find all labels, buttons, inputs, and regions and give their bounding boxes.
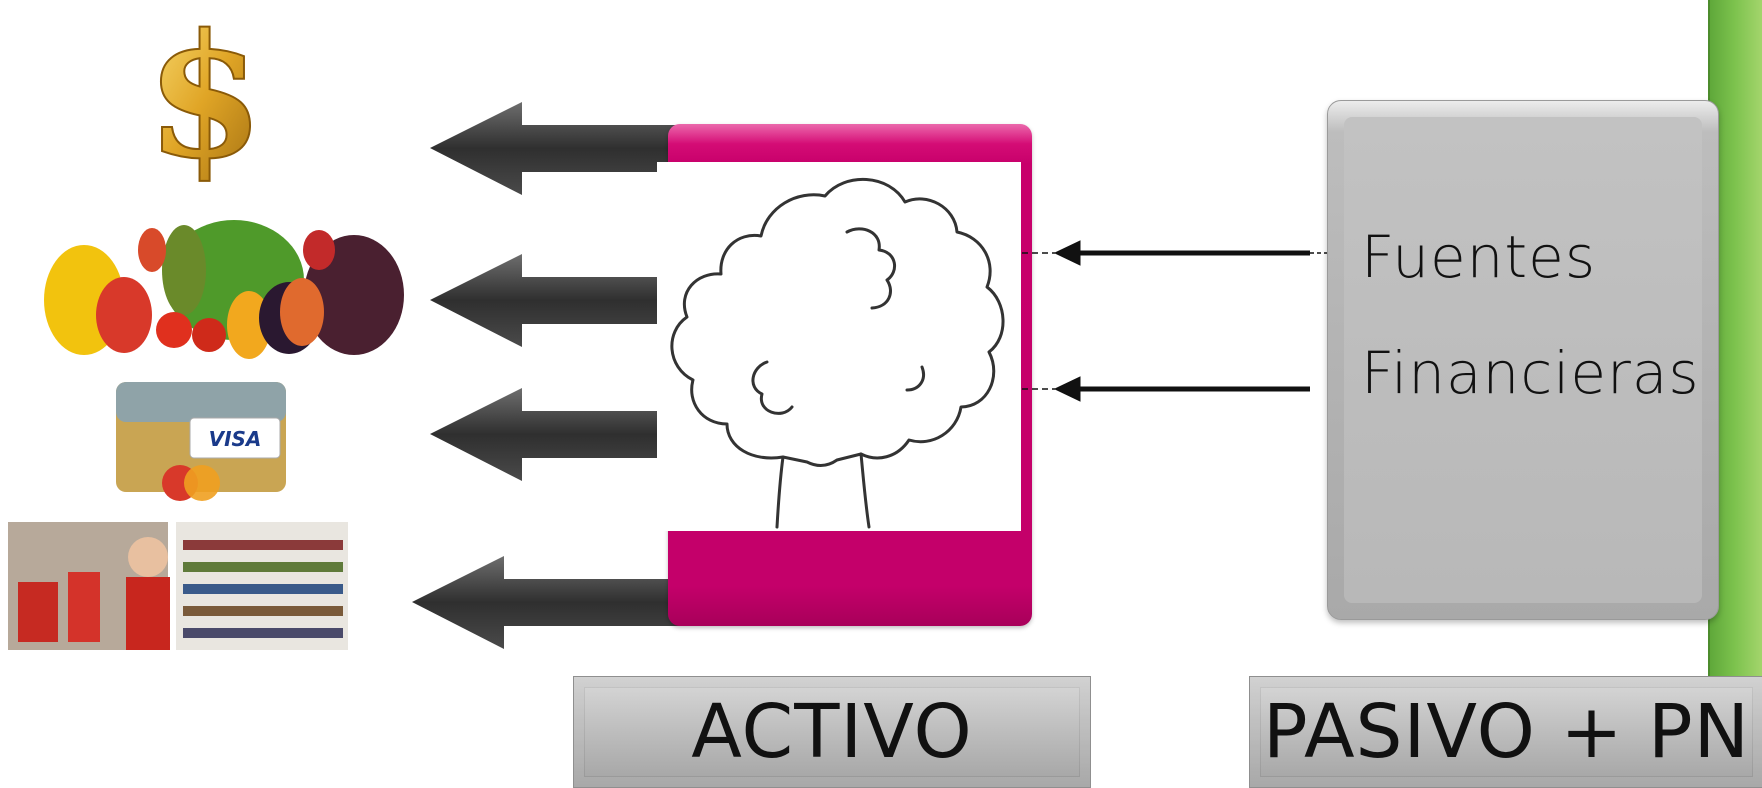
tree-panel xyxy=(657,162,1021,531)
arrow-to-money xyxy=(430,102,680,195)
svg-text:$: $ xyxy=(146,0,264,197)
arrow-to-cards xyxy=(430,388,680,481)
funding-arrow-2-head xyxy=(1053,376,1081,402)
dollar-sign-icon: $ xyxy=(145,0,265,198)
tree-icon xyxy=(670,177,1005,529)
liability-label: PASIVO + PN xyxy=(1263,689,1750,775)
credit-cards-icon: VISA xyxy=(116,382,286,501)
liabilities-line-2: Financieras xyxy=(1361,339,1700,407)
arrow-to-store xyxy=(412,556,680,649)
liabilities-box-face xyxy=(1344,117,1702,603)
arrow-to-vegetables xyxy=(430,254,680,347)
asset-label: ACTIVO xyxy=(691,689,973,775)
supermarket-icon xyxy=(8,522,348,650)
asset-box-gloss xyxy=(668,124,1032,144)
liability-label-plate: PASIVO + PN xyxy=(1249,676,1762,788)
funding-arrow-1-head xyxy=(1053,240,1081,266)
vegetables-icon xyxy=(44,220,404,359)
liabilities-line-1: Fuentes xyxy=(1361,223,1597,291)
liabilities-box: Fuentes Financieras xyxy=(1327,100,1719,620)
asset-label-plate: ACTIVO xyxy=(573,676,1091,788)
svg-text:VISA: VISA xyxy=(209,427,262,451)
